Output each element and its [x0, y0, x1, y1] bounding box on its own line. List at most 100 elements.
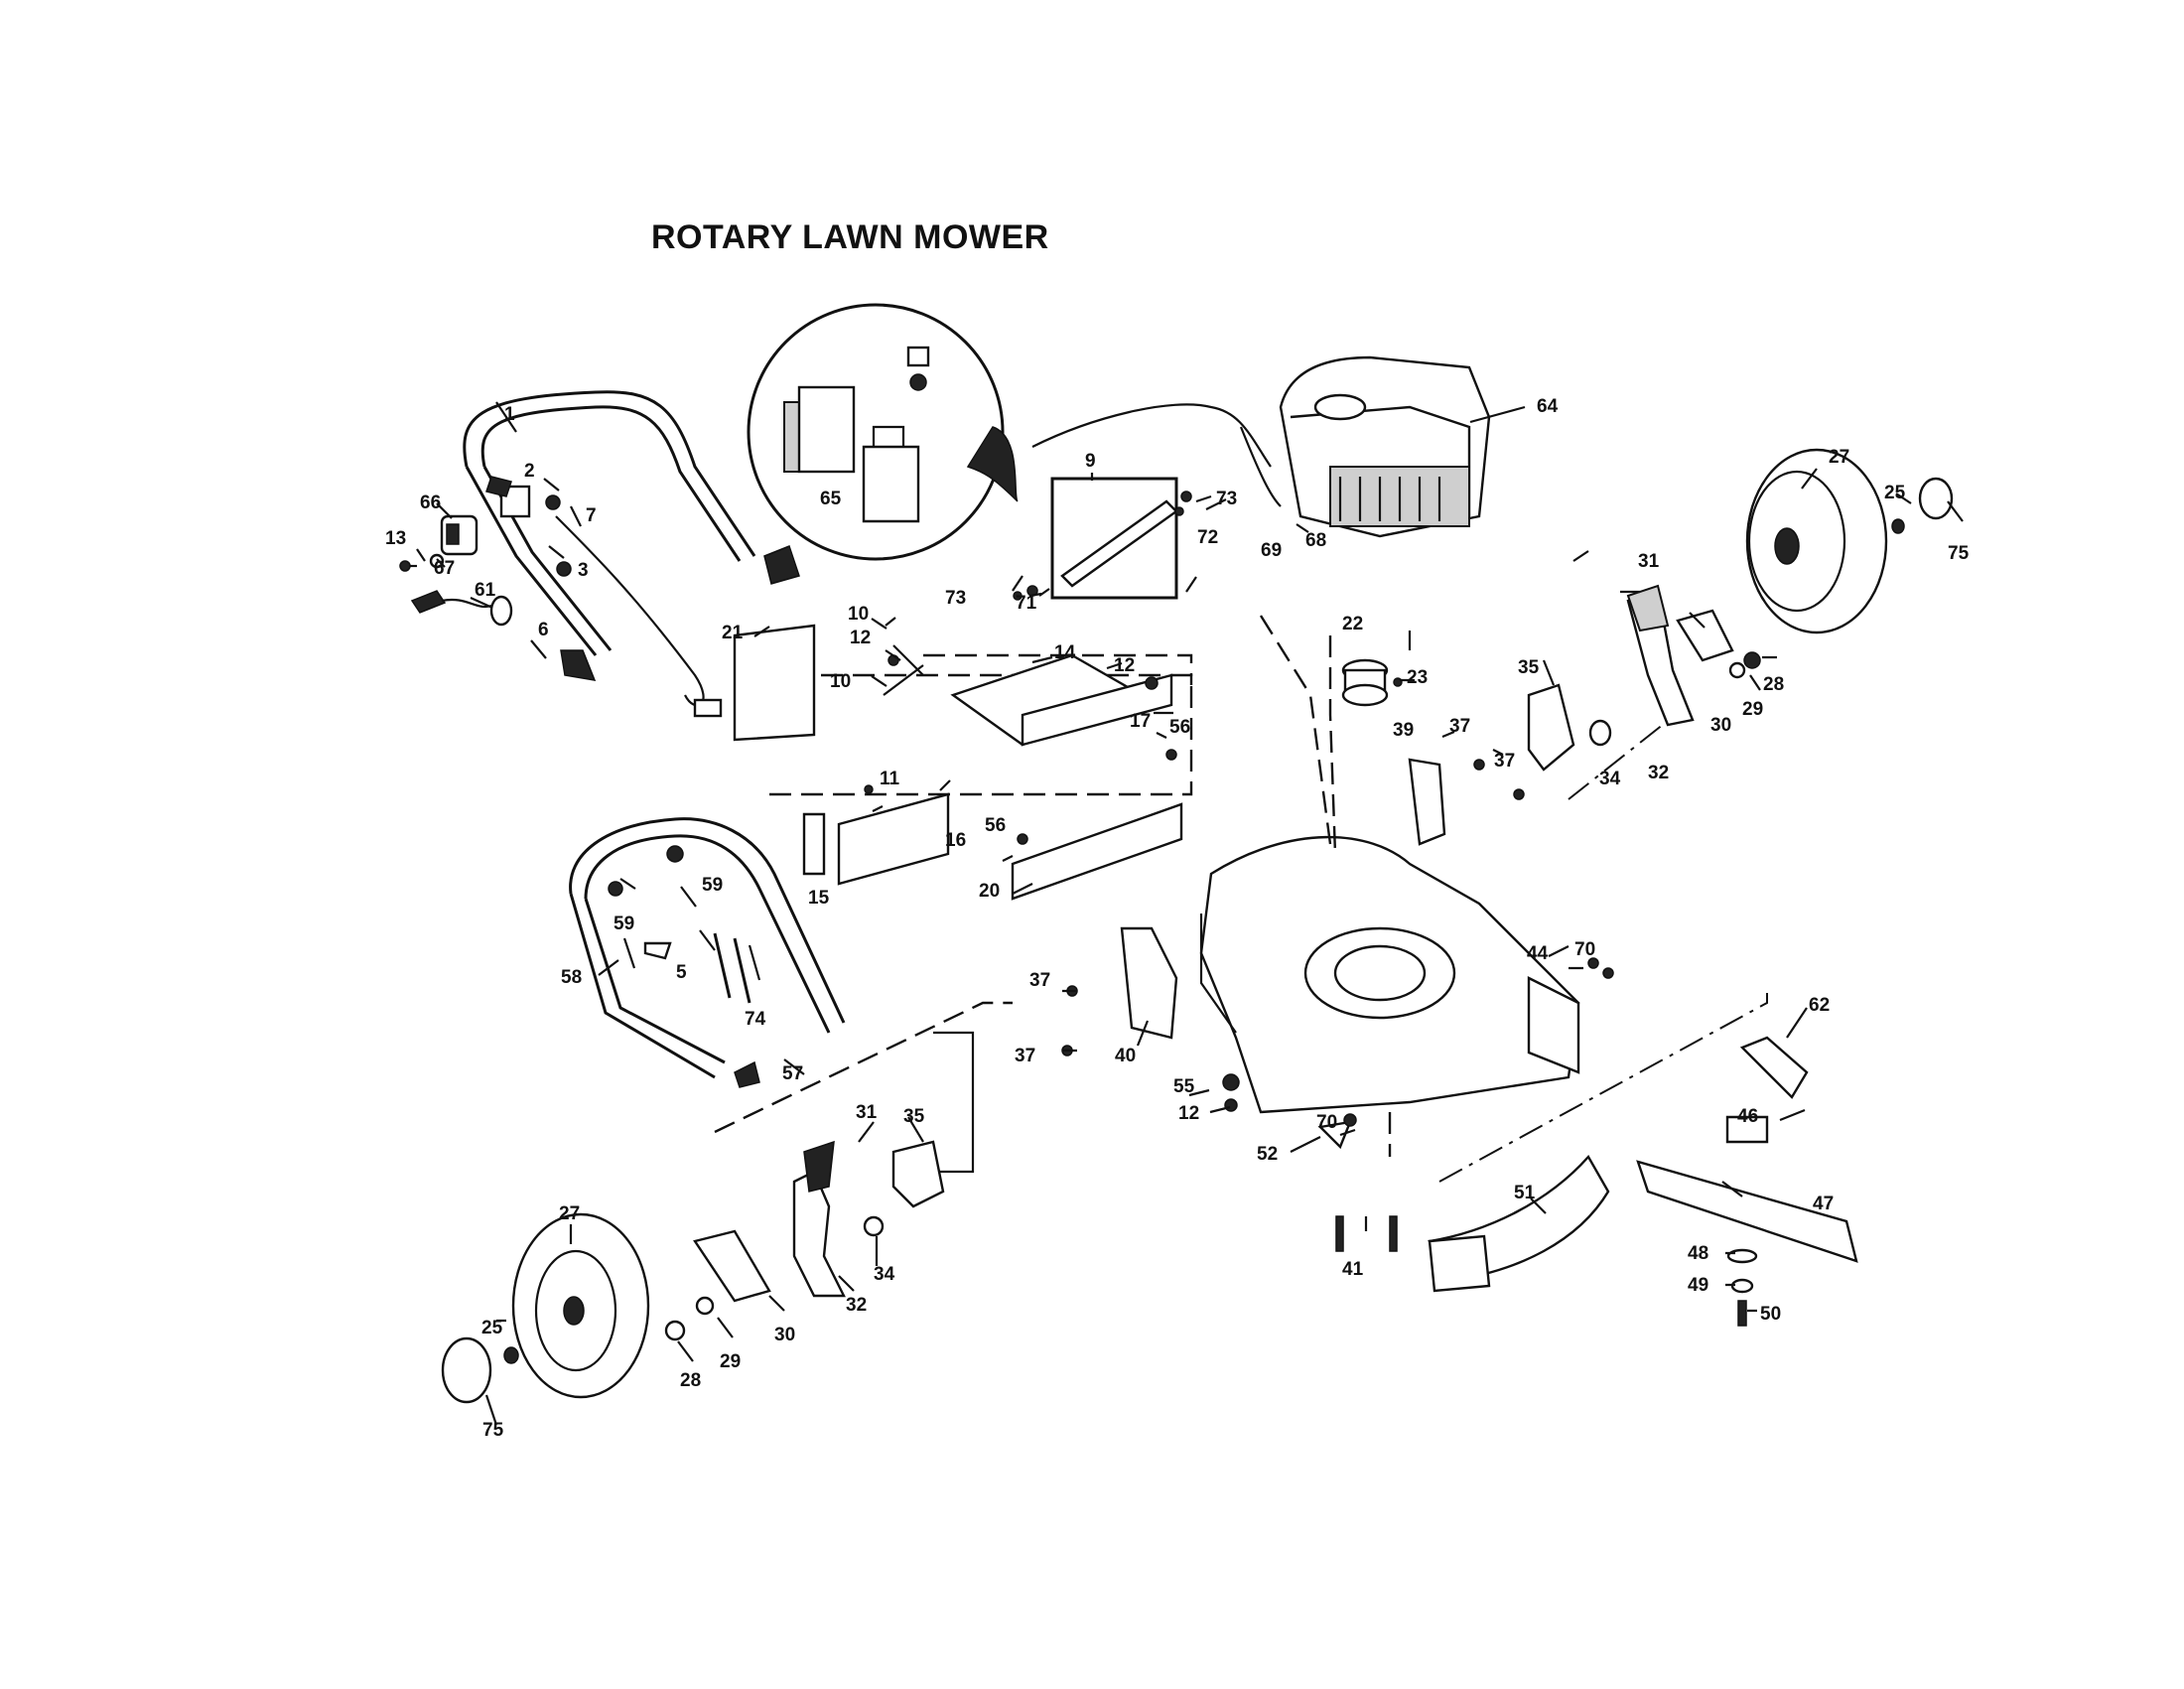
engine [1031, 355, 1491, 538]
callout-6: 6 [538, 620, 549, 640]
callout-73b: 73 [945, 588, 966, 609]
callout-labels: 1 2 3 5 6 7 9 10 10 11 12 12 12 13 14 15… [385, 396, 1970, 1441]
callout-31a: 31 [1638, 551, 1660, 572]
callout-72: 72 [1197, 527, 1218, 548]
callout-66: 66 [420, 493, 441, 513]
connector-plug [693, 698, 723, 718]
callout-34b: 34 [874, 1264, 895, 1285]
callout-12a: 12 [850, 628, 871, 648]
callout-2: 2 [524, 461, 535, 482]
callout-32b: 32 [846, 1295, 867, 1316]
callout-28b: 28 [680, 1370, 701, 1391]
baffle [1335, 1154, 1610, 1293]
callout-15: 15 [808, 888, 830, 909]
callout-50: 50 [1760, 1304, 1781, 1325]
callout-34a: 34 [1599, 769, 1621, 789]
callout-9: 9 [1085, 451, 1096, 472]
callout-46: 46 [1737, 1106, 1758, 1127]
callout-67: 67 [434, 558, 455, 579]
callout-61: 61 [475, 580, 496, 601]
callout-41: 41 [1342, 1259, 1364, 1280]
callout-35b: 35 [903, 1106, 925, 1127]
callout-30a: 30 [1710, 715, 1731, 736]
callout-20: 20 [979, 881, 1000, 902]
callout-32a: 32 [1648, 763, 1669, 783]
callout-25b: 25 [481, 1318, 503, 1338]
callout-17: 17 [1130, 711, 1151, 732]
throttle-hardware [1012, 575, 1038, 601]
callout-12c: 12 [1178, 1103, 1199, 1124]
throttle-control-box [1050, 477, 1192, 600]
cable-and-clip [410, 561, 597, 681]
callout-70a: 70 [1574, 939, 1595, 960]
mower-deck [1199, 835, 1580, 1114]
callout-56b: 56 [985, 815, 1006, 836]
callout-1: 1 [504, 404, 515, 425]
callout-44: 44 [1527, 943, 1549, 964]
callout-39: 39 [1393, 720, 1414, 741]
callout-16: 16 [945, 830, 966, 851]
callout-74: 74 [745, 1009, 766, 1030]
height-adjuster-right [1408, 683, 1575, 846]
callout-69: 69 [1261, 540, 1282, 561]
callout-70b: 70 [1316, 1112, 1337, 1133]
callout-58: 58 [561, 967, 582, 988]
callout-13: 13 [385, 528, 406, 549]
rear-wheel-right [1588, 448, 1954, 747]
callout-25a: 25 [1884, 483, 1906, 503]
height-adjuster-left [1061, 926, 1178, 1056]
adapter [1341, 658, 1403, 707]
control-bracket [485, 476, 561, 518]
callout-7: 7 [586, 505, 597, 526]
deck-hardware [1317, 957, 1614, 1150]
callout-21: 21 [722, 623, 744, 643]
callout-37c: 37 [1029, 970, 1050, 991]
callout-51: 51 [1514, 1183, 1536, 1203]
callout-49: 49 [1688, 1275, 1708, 1296]
callout-68: 68 [1305, 530, 1326, 551]
callout-59a: 59 [702, 875, 723, 896]
callout-10b: 10 [830, 671, 851, 692]
leader-lines [416, 401, 1964, 1426]
lower-handle [569, 817, 846, 1088]
callout-22: 22 [1342, 614, 1363, 634]
callout-11: 11 [880, 769, 900, 789]
callout-27a: 27 [1829, 447, 1849, 468]
callout-73a: 73 [1216, 489, 1237, 509]
callout-37a: 37 [1449, 716, 1470, 737]
callout-10a: 10 [848, 604, 869, 625]
callout-59b: 59 [614, 914, 634, 934]
callout-40: 40 [1115, 1046, 1136, 1066]
callout-47: 47 [1813, 1194, 1834, 1214]
callout-37b: 37 [1494, 751, 1515, 772]
callout-57: 57 [782, 1063, 803, 1084]
callout-30b: 30 [774, 1325, 795, 1345]
callout-5: 5 [676, 962, 687, 983]
battery-kit-inset [747, 303, 1019, 561]
callout-75b: 75 [482, 1420, 504, 1441]
callout-12b: 12 [1114, 655, 1135, 676]
switch-box [399, 514, 478, 572]
rear-wheel-left [441, 1140, 945, 1404]
callout-64: 64 [1537, 396, 1559, 417]
callout-28a: 28 [1763, 674, 1784, 695]
callout-52: 52 [1257, 1144, 1278, 1165]
callout-29b: 29 [720, 1351, 741, 1372]
callout-27b: 27 [559, 1203, 580, 1224]
callout-37d: 37 [1015, 1046, 1035, 1066]
callout-55: 55 [1173, 1076, 1195, 1097]
blade-assembly [1636, 1036, 1858, 1327]
callout-31b: 31 [856, 1102, 878, 1123]
callout-35a: 35 [1518, 657, 1540, 678]
rear-door-assembly [733, 624, 1193, 901]
callout-3: 3 [578, 560, 589, 581]
callout-23: 23 [1407, 667, 1428, 688]
callout-62: 62 [1809, 995, 1830, 1016]
callout-14: 14 [1054, 642, 1076, 663]
callout-71: 71 [1016, 593, 1037, 614]
diagram-title: ROTARY LAWN MOWER [651, 218, 1049, 256]
callout-65: 65 [820, 489, 842, 509]
callout-29a: 29 [1742, 699, 1763, 720]
